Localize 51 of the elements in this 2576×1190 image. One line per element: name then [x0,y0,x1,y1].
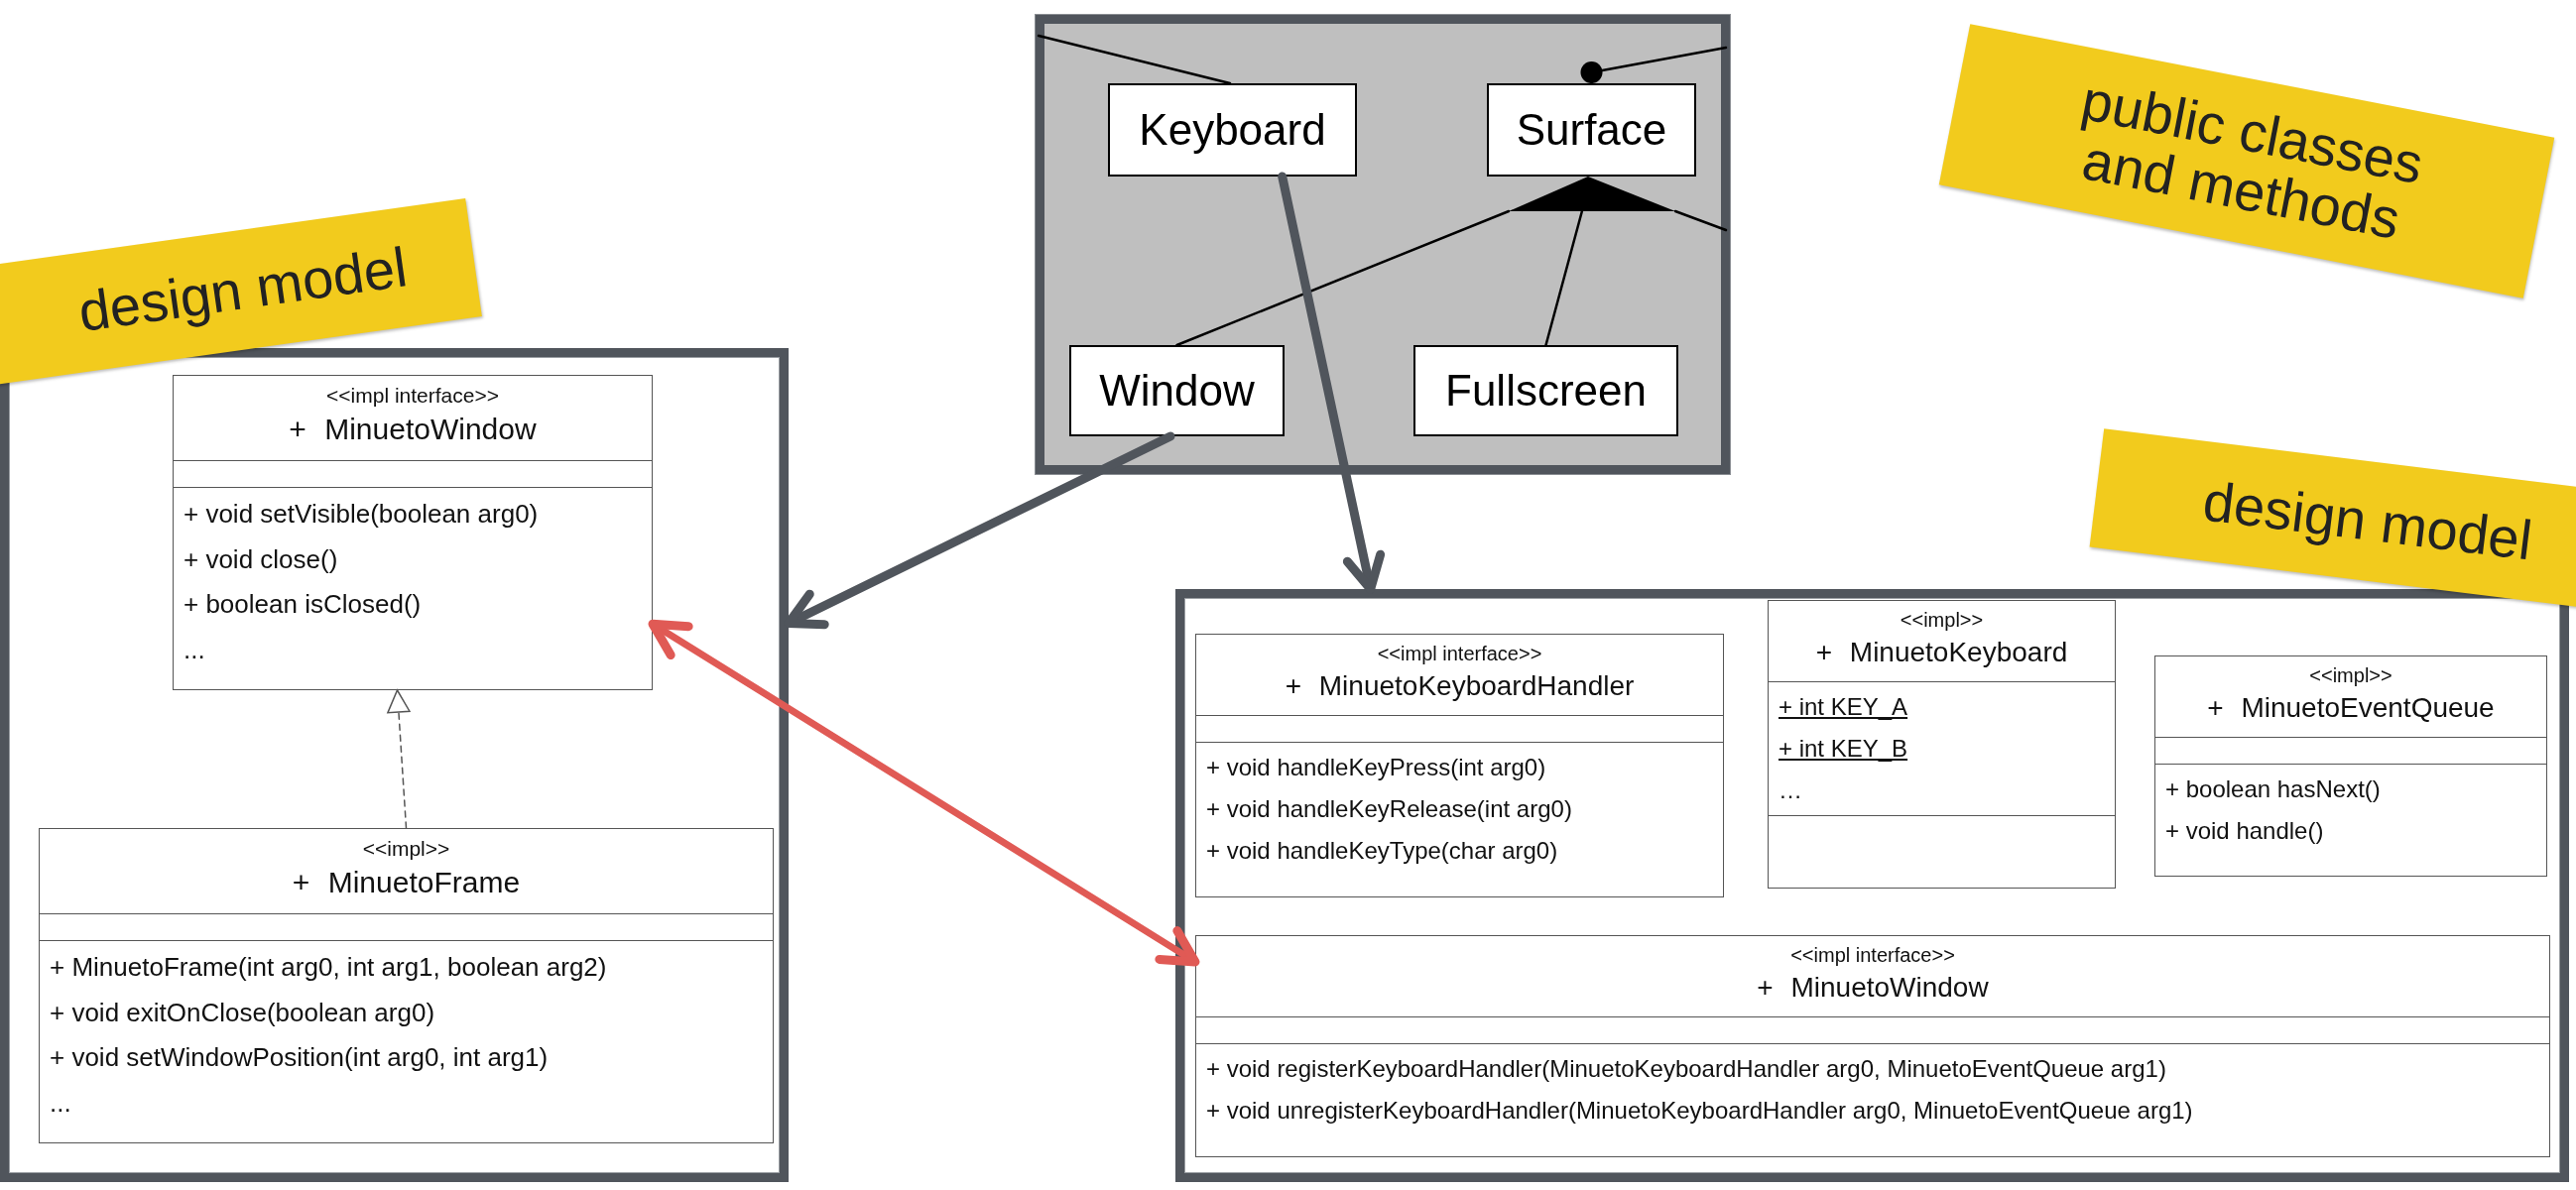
class-method: + void registerKeyboardHandler(MinuetoKeyboardHandler arg0, MinuetoEventQueue arg1) [1206,1054,2166,1085]
class-name: + MinuetoKeyboard [1815,636,2068,669]
connector-line [1544,209,1584,347]
stereotype-label: <<impl interface>> [1377,642,1542,666]
connector-line [1673,209,1728,232]
feature-model-panel [1036,15,1730,474]
class-method: ... [184,633,205,666]
stereotype-label: <<impl>> [2309,663,2392,688]
uml-class-box [1768,600,2116,889]
class-name: + MinuetoKeyboardHandler [1285,669,1635,703]
class-method: + void close() [184,542,338,576]
stereotype-label: <<impl>> [362,836,450,862]
class-method: ... [50,1086,71,1120]
class-attribute: + int KEY_A [1779,692,1908,723]
design-model-frame [0,348,789,1182]
feature-box: Keyboard [1108,83,1357,177]
uml-class-box [173,375,653,690]
class-method: + void setWindowPosition(int arg0, int arg1) [50,1041,549,1075]
class-name: + MinuetoFrame [292,865,521,901]
connector-line [1580,46,1728,85]
class-method: + void handleKeyRelease(int arg0) [1206,794,1572,825]
uml-class-box [39,828,774,1143]
class-attribute: … [1779,775,1802,806]
arrow [648,619,1200,967]
uml-class-box [2154,655,2547,877]
stereotype-label: <<impl interface>> [1790,943,1955,968]
stereotype-label: <<impl>> [1900,608,1984,633]
class-method: + void handleKeyType(char arg0) [1206,836,1558,867]
sticky-note-label: design model [2089,428,2576,609]
feature-box: Window [1069,345,1285,436]
uml-class-box [1195,935,2550,1157]
class-method: + MinuetoFrame(int arg0, int arg1, boolean arg2) [50,951,607,985]
class-method: + void handle() [2165,816,2324,847]
uml-class-box [1195,634,1724,897]
sticky-note-label: public classes and methods [1938,24,2555,298]
class-name: + MinuetoEventQueue [2207,691,2495,725]
feature-box: Fullscreen [1413,345,1678,436]
class-method: + void exitOnClose(boolean arg0) [50,996,435,1029]
class-method: + void setVisible(boolean arg0) [184,498,539,532]
realization-arrow [387,689,411,829]
class-method: + boolean isClosed() [184,588,422,622]
class-method: + boolean hasNext() [2165,774,2381,805]
class-name: + MinuetoWindow [1757,971,1989,1005]
class-attribute: + int KEY_B [1779,734,1908,765]
connector-line [1175,209,1511,347]
class-method: + void handleKeyPress(int arg0) [1206,753,1546,783]
class-method: + void unregisterKeyboardHandler(MinuetoKeyboardHandler arg0, MinuetoEventQueue arg1) [1206,1096,2193,1127]
connector-line [1037,34,1232,85]
class-name: + MinuetoWindow [289,412,537,448]
feature-box: Surface [1487,83,1696,177]
design-model-frame [1175,589,2569,1182]
